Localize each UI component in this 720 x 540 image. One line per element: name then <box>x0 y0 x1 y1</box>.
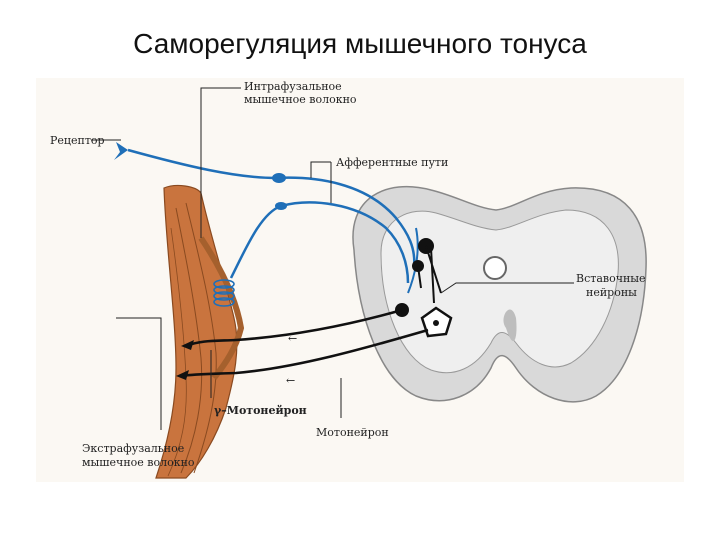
interneurons-label-2: нейроны <box>586 286 637 299</box>
spinal-ganglion-cell <box>275 202 287 210</box>
gamma-efferent <box>185 308 403 348</box>
extrafusal-muscle-fiber <box>155 184 238 479</box>
afferent-fiber-1 <box>127 148 416 269</box>
receptor-label: Рецептор <box>50 134 105 147</box>
gamma-motoneuron-label: γ–Мотонейрон <box>214 404 307 417</box>
svg-text:←: ← <box>288 332 297 345</box>
intrafusal-label-1: Интрафузальное <box>244 80 342 93</box>
afferent-label: Афферентные пути <box>336 156 448 169</box>
neurons <box>395 238 453 338</box>
muscle <box>155 184 245 479</box>
muscle-striation <box>175 207 203 474</box>
reflex-arc-diagram: ← ← Интрафузальное мышечное волокно Реце… <box>50 80 647 479</box>
receptor-ending <box>114 142 128 160</box>
motoneuron-label: Мотонейрон <box>316 426 389 439</box>
alpha-efferent <box>180 328 429 378</box>
svg-text:←: ← <box>286 374 295 387</box>
extrafusal-label-1: Экстрафузальное <box>82 442 184 455</box>
page-title: Саморегуляция мышечного тонуса <box>133 28 587 59</box>
leader-lines <box>91 87 574 430</box>
extrafusal-label-2: мышечное волокно <box>82 456 195 469</box>
efferent-fibers <box>180 308 429 378</box>
afferent-fiber-2 <box>229 201 410 284</box>
spinal-ganglion-cell <box>272 173 286 183</box>
central-canal <box>483 256 507 280</box>
intrafusal-label-2: мышечное волокно <box>244 93 357 106</box>
muscle-striation <box>185 202 217 474</box>
central-fissure <box>503 309 517 342</box>
diagram: ← ← Интрафузальное мышечное волокно Реце… <box>36 78 684 482</box>
intrafusal-fiber <box>198 236 245 380</box>
annulospiral-ending <box>213 279 235 307</box>
interneurons-label-1: Вставочные <box>576 272 646 285</box>
